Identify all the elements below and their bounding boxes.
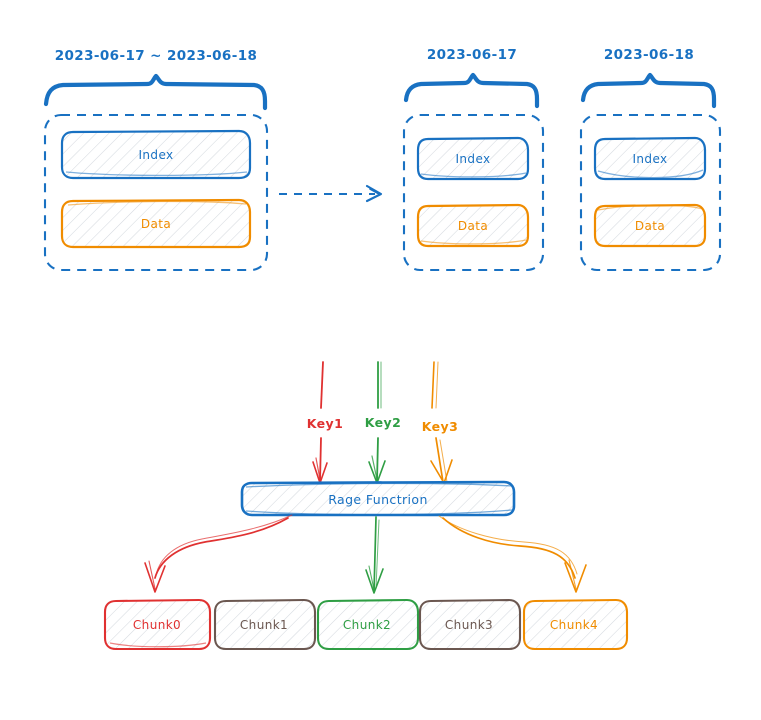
key-3-label: Key3 [421, 419, 459, 434]
group-3-data-label: Data [634, 219, 666, 233]
split-arrow [279, 184, 383, 203]
key-1-label: Key1 [306, 416, 344, 431]
route-chunk4 [438, 515, 587, 593]
group-2-index-label: Index [455, 152, 491, 166]
group-3-index-label: Index [632, 152, 668, 166]
hash-function-box[interactable] [240, 480, 516, 517]
chunk-4-label: Chunk4 [549, 618, 599, 632]
chunk-0-box[interactable] [103, 598, 212, 651]
key2-arrow [368, 361, 386, 484]
group-2-index-box[interactable] [416, 136, 530, 181]
group-2-title: 2023-06-17 [426, 47, 518, 63]
group-2-container[interactable] [402, 113, 545, 272]
group-1-title: 2023-06-17 ~ 2023-06-18 [54, 48, 258, 64]
hash-function-label: Rage Functrion [328, 492, 428, 507]
chunk-1-label: Chunk1 [239, 618, 289, 632]
chunk-2-label: Chunk2 [342, 618, 392, 632]
chunk-1-box[interactable] [213, 598, 317, 651]
key-2-label: Key2 [364, 415, 402, 430]
chunk-0-label: Chunk0 [132, 618, 182, 632]
group-1-container[interactable] [43, 113, 269, 272]
group-2-brace [403, 72, 540, 109]
group-1-index-label: Index [138, 148, 174, 162]
group-1-data-label: Data [140, 217, 172, 231]
group-2-data-box[interactable] [416, 203, 530, 248]
group-3-index-box[interactable] [593, 136, 707, 181]
chunk-2-box[interactable] [316, 598, 420, 651]
route-chunk0 [144, 514, 293, 593]
group-2-data-label: Data [457, 219, 489, 233]
group-1-index-box[interactable] [60, 129, 252, 180]
chunk-3-box[interactable] [418, 598, 522, 651]
chunk-4-box[interactable] [522, 598, 629, 651]
group-3-container[interactable] [579, 113, 722, 272]
group-3-title: 2023-06-18 [603, 47, 695, 63]
route-chunk2 [365, 516, 384, 594]
group-3-brace [580, 72, 717, 109]
group-1-brace [43, 73, 268, 111]
group-1-data-box[interactable] [60, 198, 252, 249]
chunk-3-label: Chunk3 [444, 618, 494, 632]
group-3-data-box[interactable] [593, 203, 707, 248]
